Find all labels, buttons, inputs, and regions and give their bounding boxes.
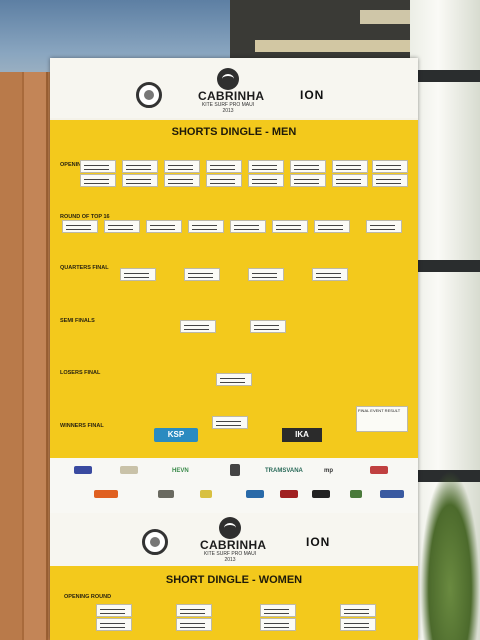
heat-card bbox=[80, 160, 116, 173]
heat-card bbox=[230, 220, 266, 233]
cabrinha-emblem-icon bbox=[217, 68, 239, 90]
round-label: OPENING ROUND bbox=[64, 594, 112, 600]
final-result-card: FINAL EVENT RESULT bbox=[356, 406, 408, 432]
heat-card bbox=[290, 174, 326, 187]
men-bracket-section: SHORTS DINGLE - MEN OPENING ROUND ROUND … bbox=[50, 120, 418, 462]
tournament-bracket-poster: CABRINHA KITE SURF PRO MAUI 2013 ION SHO… bbox=[50, 58, 418, 640]
round-label: QUARTERS FINAL bbox=[60, 265, 109, 271]
cabrinha-emblem-icon bbox=[219, 517, 241, 539]
heat-card bbox=[248, 160, 284, 173]
heat-card bbox=[332, 160, 368, 173]
heat-card bbox=[260, 618, 296, 631]
heat-card bbox=[96, 604, 132, 617]
heat-card bbox=[206, 160, 242, 173]
heat-card bbox=[80, 174, 116, 187]
palm-plant bbox=[420, 470, 480, 640]
round-label: LOSERS FINAL bbox=[60, 370, 101, 376]
heat-card bbox=[180, 320, 216, 333]
heat-card bbox=[122, 160, 158, 173]
sponsor-strip: HEVN TRAMSVANA mp bbox=[50, 458, 418, 513]
heat-card bbox=[188, 220, 224, 233]
sponsor-logo bbox=[230, 464, 240, 476]
heat-card bbox=[340, 618, 376, 631]
round-label: ROUND OF TOP 16 bbox=[60, 214, 110, 220]
ion-logo: ION bbox=[306, 535, 331, 549]
heat-card bbox=[340, 604, 376, 617]
heat-card bbox=[248, 268, 284, 281]
cabrinha-logo: CABRINHA KITE SURF PRO MAUI 2013 bbox=[200, 517, 266, 563]
poster-header: CABRINHA KITE SURF PRO MAUI 2013 ION bbox=[50, 58, 418, 118]
heat-card bbox=[104, 220, 140, 233]
sponsor-logo bbox=[350, 490, 362, 498]
heat-card bbox=[260, 604, 296, 617]
heat-card bbox=[184, 268, 220, 281]
event-seal-logo bbox=[142, 529, 168, 555]
heat-card bbox=[332, 174, 368, 187]
event-seal-logo bbox=[136, 82, 162, 108]
sponsor-logo bbox=[246, 490, 264, 498]
sponsor-logo bbox=[380, 490, 404, 498]
heat-card bbox=[96, 618, 132, 631]
heat-card bbox=[164, 174, 200, 187]
sponsor-logo bbox=[74, 466, 92, 474]
ika-sponsor-logo: IKA bbox=[282, 428, 322, 442]
ion-logo: ION bbox=[300, 88, 325, 102]
tramsvana-sponsor-logo: TRAMSVANA bbox=[265, 468, 303, 474]
heat-card bbox=[164, 160, 200, 173]
heat-card bbox=[366, 220, 402, 233]
heat-card bbox=[206, 174, 242, 187]
heat-card bbox=[122, 174, 158, 187]
ksp-sponsor-logo: KSP bbox=[154, 428, 198, 442]
section-title: SHORT DINGLE - WOMEN bbox=[165, 574, 303, 586]
heat-card bbox=[212, 416, 248, 429]
heat-card bbox=[146, 220, 182, 233]
heat-card bbox=[372, 174, 408, 187]
cabrinha-logo: CABRINHA KITE SURF PRO MAUI 2013 bbox=[198, 68, 264, 114]
sponsor-logo bbox=[158, 490, 174, 498]
sponsor-logo bbox=[94, 490, 118, 498]
poster-header: CABRINHA KITE SURF PRO MAUI 2013 ION bbox=[50, 513, 418, 573]
sponsor-logo bbox=[312, 490, 330, 498]
hevn-sponsor-logo: HEVN bbox=[172, 468, 189, 474]
heat-card bbox=[312, 268, 348, 281]
heat-card bbox=[176, 618, 212, 631]
mp-sponsor-logo: mp bbox=[324, 468, 333, 474]
sponsor-logo bbox=[120, 466, 138, 474]
heat-card bbox=[216, 373, 252, 386]
heat-card bbox=[176, 604, 212, 617]
heat-card bbox=[372, 160, 408, 173]
heat-card bbox=[272, 220, 308, 233]
heat-card bbox=[62, 220, 98, 233]
heat-card bbox=[290, 160, 326, 173]
women-bracket-section: SHORT DINGLE - WOMEN OPENING ROUND bbox=[50, 566, 418, 640]
sponsor-logo bbox=[200, 490, 212, 498]
heat-card bbox=[250, 320, 286, 333]
round-label: SEMI FINALS bbox=[60, 318, 95, 324]
heat-card bbox=[314, 220, 350, 233]
scaffold-beam bbox=[255, 40, 455, 52]
sponsor-logo bbox=[370, 466, 388, 474]
sponsor-logo bbox=[280, 490, 298, 498]
heat-card bbox=[120, 268, 156, 281]
heat-card bbox=[248, 174, 284, 187]
section-title: SHORTS DINGLE - MEN bbox=[171, 126, 297, 138]
round-label: WINNERS FINAL bbox=[60, 423, 104, 429]
